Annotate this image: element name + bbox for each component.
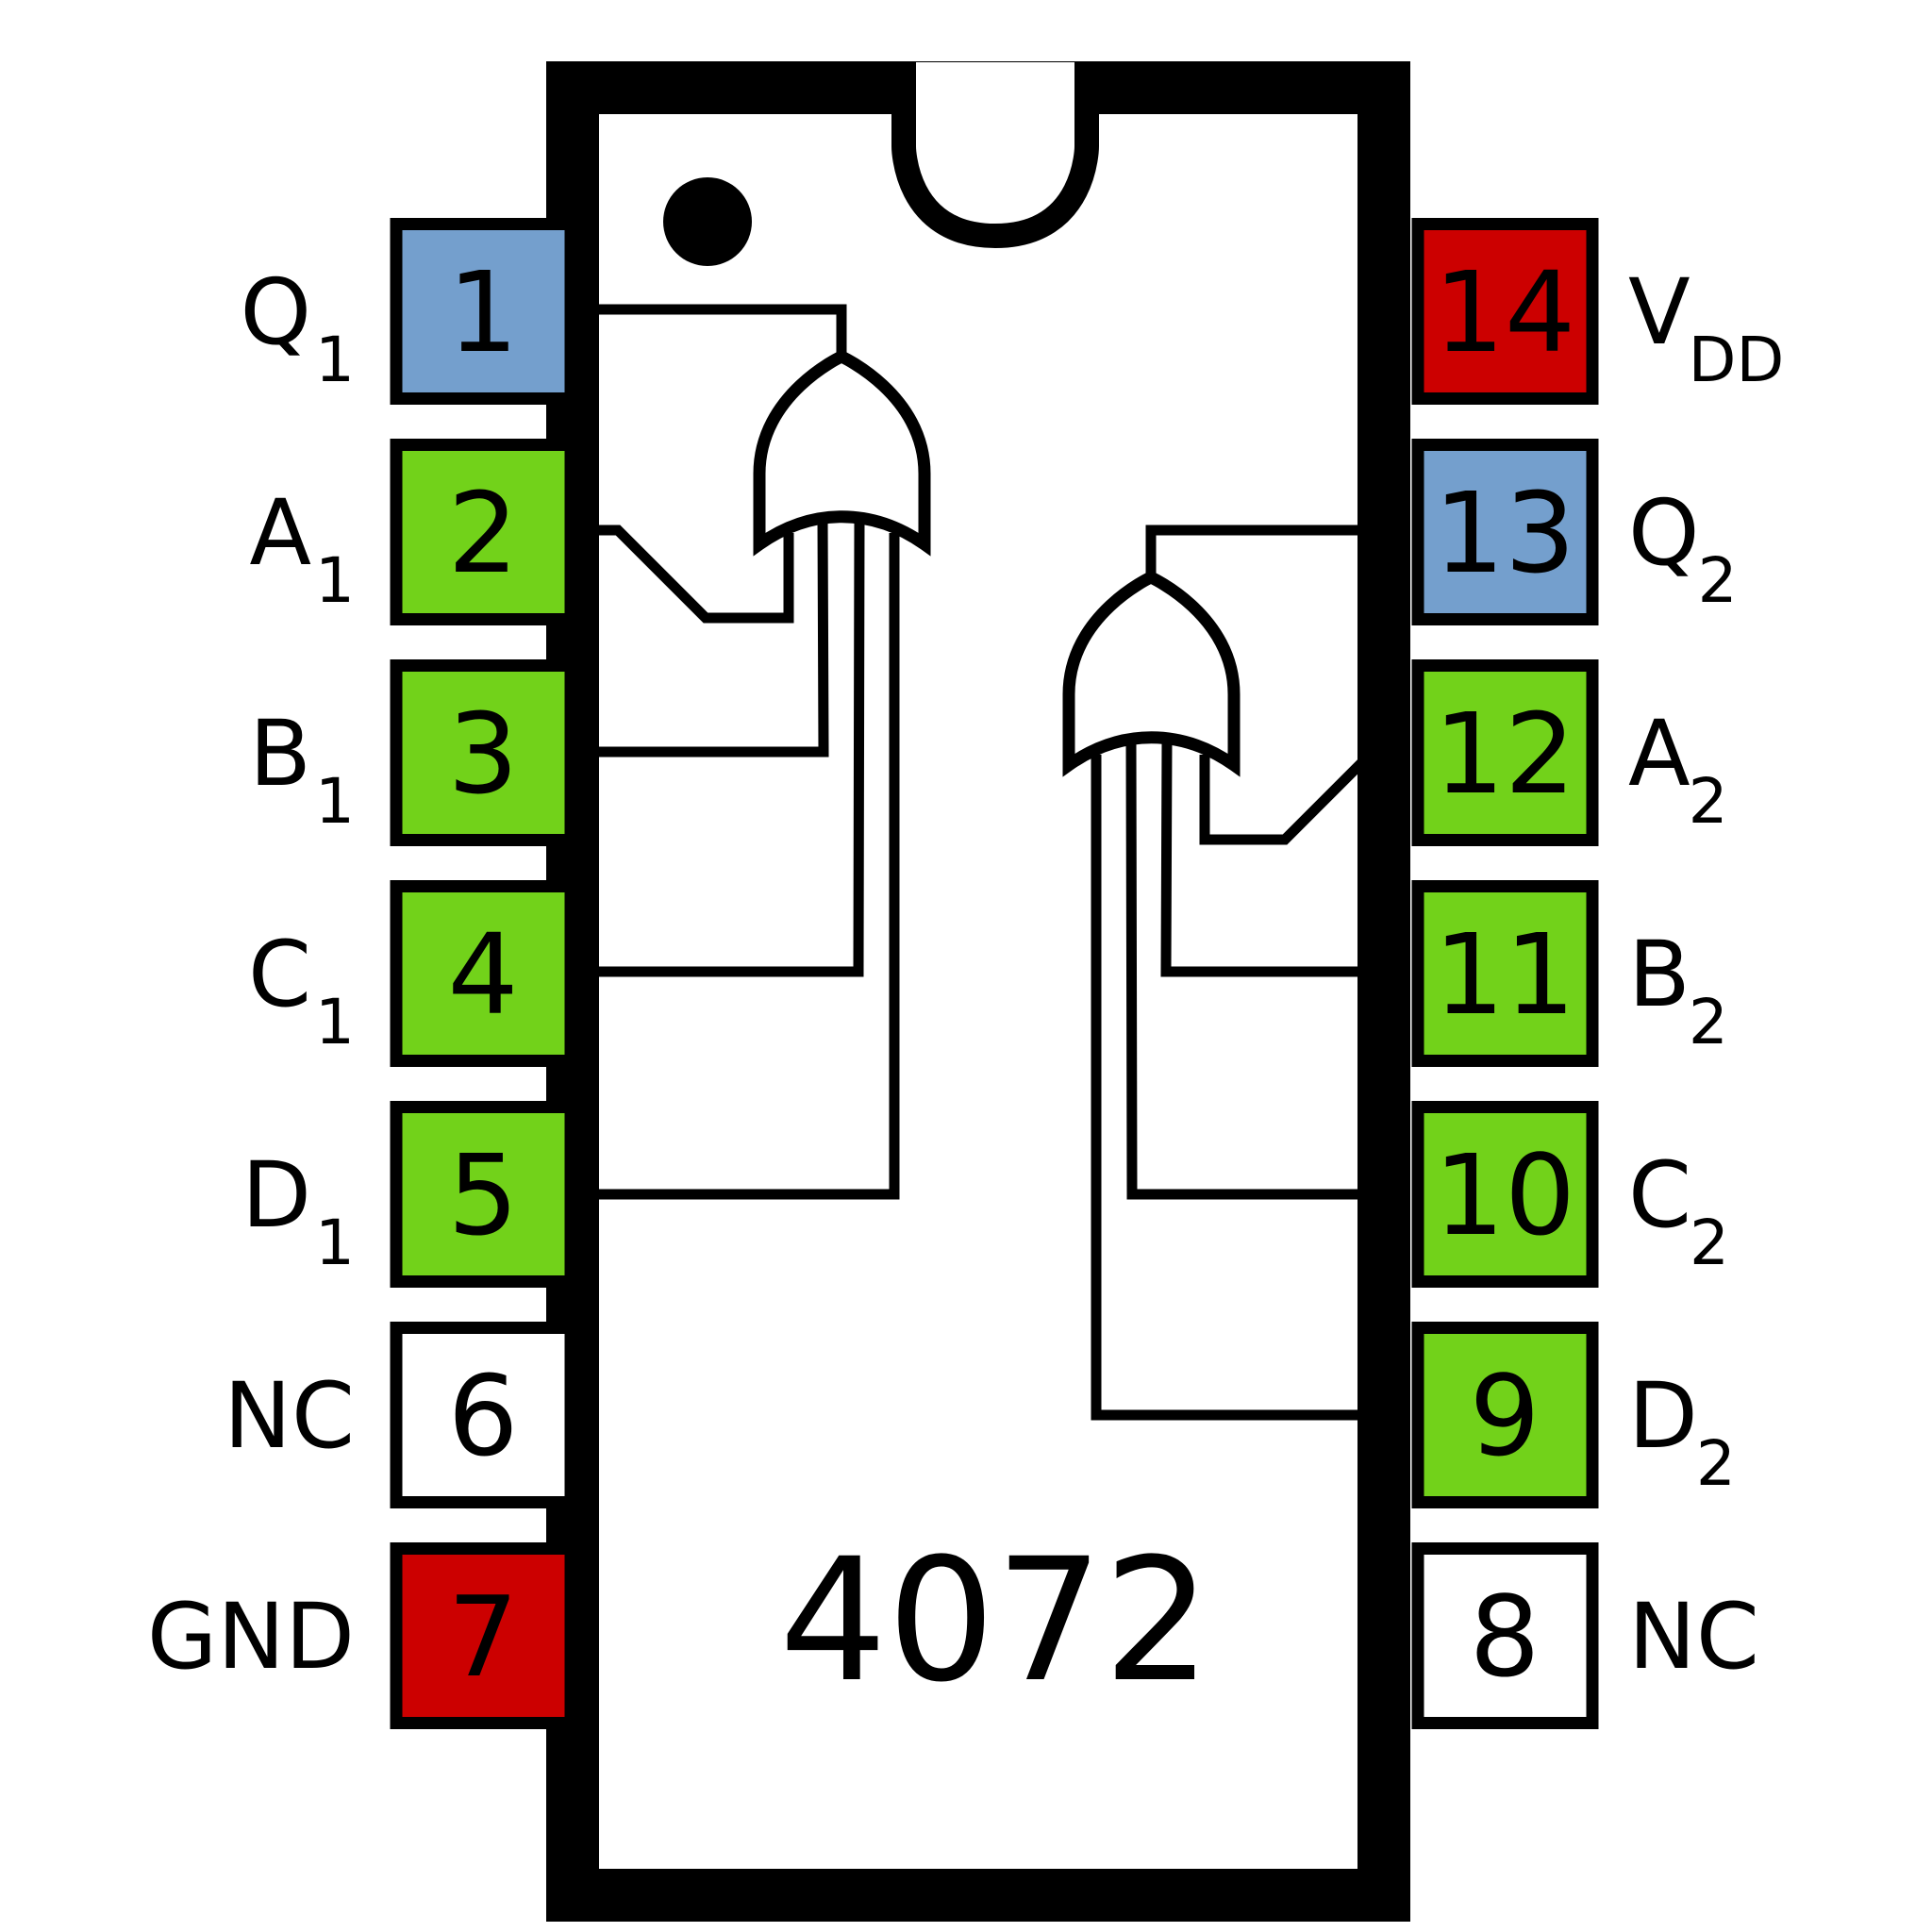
pin-10-box bbox=[1411, 1101, 1599, 1288]
pin-2-box bbox=[390, 439, 577, 625]
pin-13-label: Q2 bbox=[1628, 480, 1738, 617]
pin-14: 14 VDD bbox=[1411, 218, 1784, 405]
pin-5-number: 5 bbox=[447, 1130, 518, 1260]
wire-d1 bbox=[599, 533, 900, 1200]
pin-10: 10 C2 bbox=[1411, 1101, 1729, 1288]
pin-2-number: 2 bbox=[447, 468, 518, 598]
pin-8-box bbox=[1411, 1542, 1599, 1729]
pin-10-label: C2 bbox=[1628, 1142, 1729, 1279]
pin-9-number: 9 bbox=[1469, 1351, 1540, 1481]
or-gate-1 bbox=[753, 349, 931, 557]
pin-3: 3 B1 bbox=[249, 659, 577, 846]
wire-q1 bbox=[599, 304, 847, 357]
pin-4-box bbox=[390, 880, 577, 1067]
pin-9-box bbox=[1411, 1322, 1599, 1508]
pin-13-number: 13 bbox=[1434, 468, 1575, 598]
pin-11-label: B2 bbox=[1628, 922, 1728, 1058]
pin-1-number: 1 bbox=[447, 247, 518, 377]
wire-a1 bbox=[599, 525, 794, 624]
pin-7-label: GND bbox=[147, 1584, 355, 1690]
pin-4-label: C1 bbox=[248, 922, 355, 1058]
pin-10-number: 10 bbox=[1434, 1130, 1575, 1260]
pin-5-box bbox=[390, 1101, 577, 1288]
pin-6-box bbox=[390, 1322, 577, 1508]
pin-3-number: 3 bbox=[447, 689, 518, 819]
pin-12-box bbox=[1411, 659, 1599, 846]
wire-c1 bbox=[599, 518, 865, 977]
pin-4-number: 4 bbox=[447, 909, 518, 1040]
pin1-indicator-dot bbox=[663, 177, 752, 266]
wire-q2 bbox=[1145, 525, 1391, 577]
pin-1: 1 Q1 bbox=[240, 218, 577, 405]
pin-12-number: 12 bbox=[1434, 689, 1575, 819]
gate-2-wiring bbox=[1062, 525, 1391, 1421]
pin-12-label: A2 bbox=[1628, 701, 1728, 838]
pin-8-number: 8 bbox=[1469, 1572, 1540, 1702]
pin-13-box bbox=[1411, 439, 1599, 625]
wire-b2 bbox=[1160, 740, 1391, 977]
pin-14-label: VDD bbox=[1628, 259, 1784, 396]
wire-d2 bbox=[1091, 755, 1391, 1421]
gate-1-wiring bbox=[599, 304, 931, 1200]
pin-2-label: A1 bbox=[249, 480, 355, 617]
pin-6-number: 6 bbox=[447, 1351, 518, 1481]
pin-4: 4 C1 bbox=[248, 880, 577, 1067]
pin-1-box bbox=[390, 218, 577, 405]
pin-7-number: 7 bbox=[447, 1572, 518, 1702]
pin-14-number: 14 bbox=[1434, 247, 1575, 377]
pin-1-label: Q1 bbox=[240, 259, 355, 396]
wire-b1 bbox=[599, 518, 829, 758]
pin-8-label: NC bbox=[1628, 1584, 1759, 1690]
pin-13: 13 Q2 bbox=[1411, 439, 1738, 625]
chip-part-number: 4072 bbox=[779, 1523, 1211, 1720]
pin-2: 2 A1 bbox=[249, 439, 577, 625]
pin-11: 11 B2 bbox=[1411, 880, 1728, 1067]
or-gate-2 bbox=[1062, 570, 1241, 777]
pin-8: 8 NC bbox=[1411, 1542, 1759, 1729]
pin-14-box bbox=[1411, 218, 1599, 405]
pin-11-number: 11 bbox=[1434, 909, 1575, 1040]
chip-notch bbox=[891, 62, 1099, 249]
pin-3-label: B1 bbox=[249, 701, 355, 838]
wire-a2 bbox=[1199, 746, 1391, 845]
pin-3-box bbox=[390, 659, 577, 846]
pin-6: 6 NC bbox=[224, 1322, 577, 1508]
pin-6-label: NC bbox=[224, 1363, 355, 1469]
pin-5: 5 D1 bbox=[242, 1101, 577, 1288]
pin-5-label: D1 bbox=[242, 1142, 355, 1279]
pin-7: 7 GND bbox=[147, 1542, 577, 1729]
pin-9: 9 D2 bbox=[1411, 1322, 1736, 1508]
pin-12: 12 A2 bbox=[1411, 659, 1728, 846]
pin-11-box bbox=[1411, 880, 1599, 1067]
pin-9-label: D2 bbox=[1628, 1363, 1736, 1500]
wire-c2 bbox=[1125, 740, 1391, 1200]
pin-7-box bbox=[390, 1542, 577, 1729]
